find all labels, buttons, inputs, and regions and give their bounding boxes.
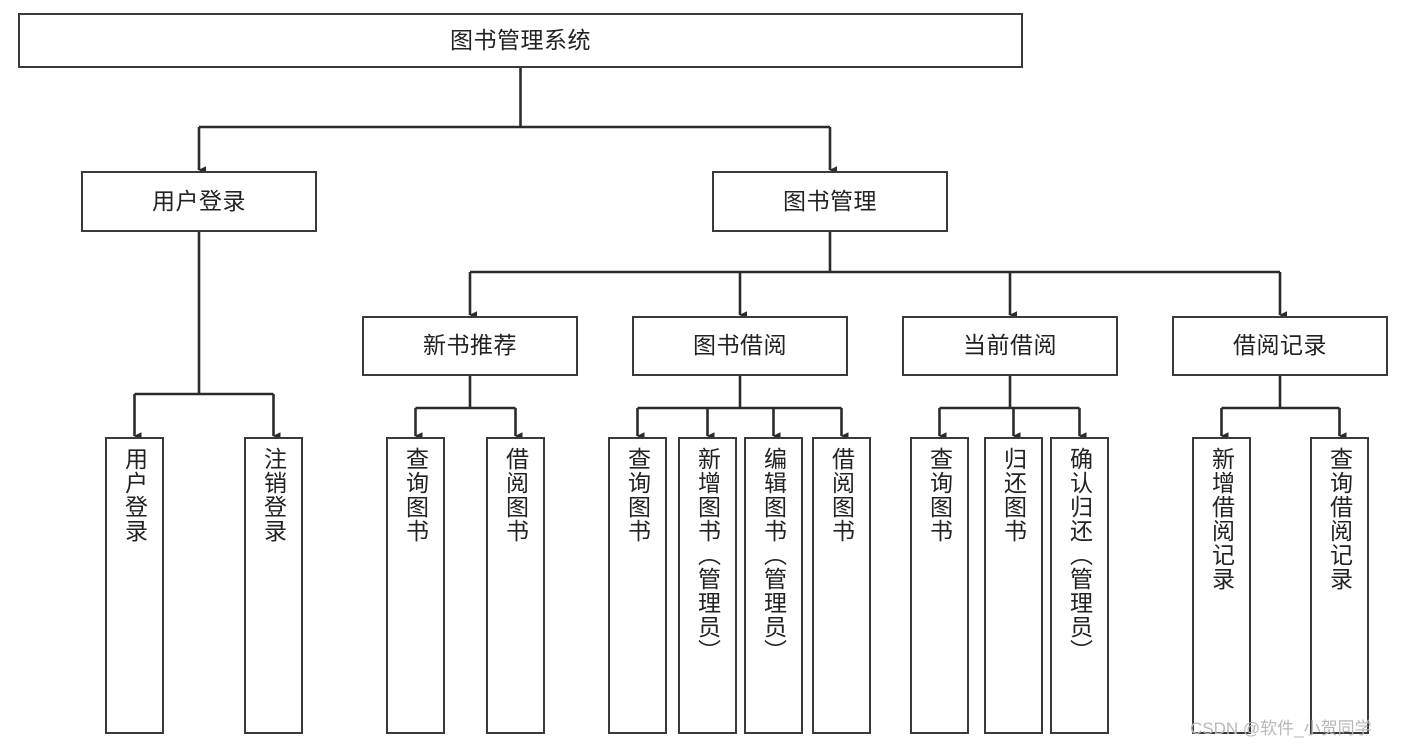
node-label: 借阅图书 — [502, 447, 529, 543]
node-label: 用户登录 — [121, 447, 148, 543]
node-label: 借阅图书 — [828, 447, 855, 543]
leaf-node-注销登录-1[interactable]: 注销登录 — [244, 437, 303, 734]
node-label: 查询图书 — [624, 447, 651, 543]
node-label: 归还图书 — [1000, 447, 1027, 543]
branch-node-新书推荐-0[interactable]: 新书推荐 — [362, 316, 578, 376]
leaf-node-查询图书-4[interactable]: 查询图书 — [608, 437, 667, 734]
node-label: 查询借阅记录 — [1326, 447, 1353, 591]
leaf-node-编辑图书管理员-6[interactable]: 编辑图书（管理员） — [744, 437, 803, 734]
leaf-node-查询图书-8[interactable]: 查询图书 — [910, 437, 969, 734]
branch-node-图书管理-1[interactable]: 图书管理 — [712, 171, 948, 232]
node-label: 新增图书（管理员） — [694, 447, 721, 663]
leaf-node-借阅图书-3[interactable]: 借阅图书 — [486, 437, 545, 734]
leaf-node-查询借阅记录-12[interactable]: 查询借阅记录 — [1310, 437, 1369, 734]
csdn-watermark: CSDN @软件_小贺同学 — [1190, 719, 1372, 738]
leaf-node-新增借阅记录-11[interactable]: 新增借阅记录 — [1192, 437, 1251, 734]
leaf-node-确认归还管理员-10[interactable]: 确认归还（管理员） — [1050, 437, 1109, 734]
leaf-node-借阅图书-7[interactable]: 借阅图书 — [812, 437, 871, 734]
node-label: 用户登录 — [152, 187, 246, 214]
node-label: 图书管理系统 — [450, 26, 591, 53]
node-label: 图书借阅 — [693, 332, 787, 359]
node-label: 查询图书 — [402, 447, 429, 543]
node-label: 查询图书 — [926, 447, 953, 543]
node-label: 当前借阅 — [963, 332, 1057, 359]
node-label: 借阅记录 — [1233, 332, 1327, 359]
node-label: 注销登录 — [260, 447, 287, 543]
leaf-node-新增图书管理员-5[interactable]: 新增图书（管理员） — [678, 437, 737, 734]
branch-node-当前借阅-2[interactable]: 当前借阅 — [902, 316, 1118, 376]
root-node-图书管理系统[interactable]: 图书管理系统 — [18, 13, 1023, 68]
node-label: 图书管理 — [783, 187, 877, 214]
node-label: 编辑图书（管理员） — [760, 447, 787, 663]
leaf-node-归还图书-9[interactable]: 归还图书 — [984, 437, 1043, 734]
branch-node-图书借阅-1[interactable]: 图书借阅 — [632, 316, 848, 376]
node-label: 新书推荐 — [423, 332, 517, 359]
node-label: 新增借阅记录 — [1208, 447, 1235, 591]
leaf-node-用户登录-0[interactable]: 用户登录 — [105, 437, 164, 734]
branch-node-用户登录-0[interactable]: 用户登录 — [81, 171, 317, 232]
branch-node-借阅记录-3[interactable]: 借阅记录 — [1172, 316, 1388, 376]
node-label: 确认归还（管理员） — [1066, 447, 1093, 663]
tree-connectors — [133, 68, 1347, 440]
leaf-node-查询图书-2[interactable]: 查询图书 — [386, 437, 445, 734]
